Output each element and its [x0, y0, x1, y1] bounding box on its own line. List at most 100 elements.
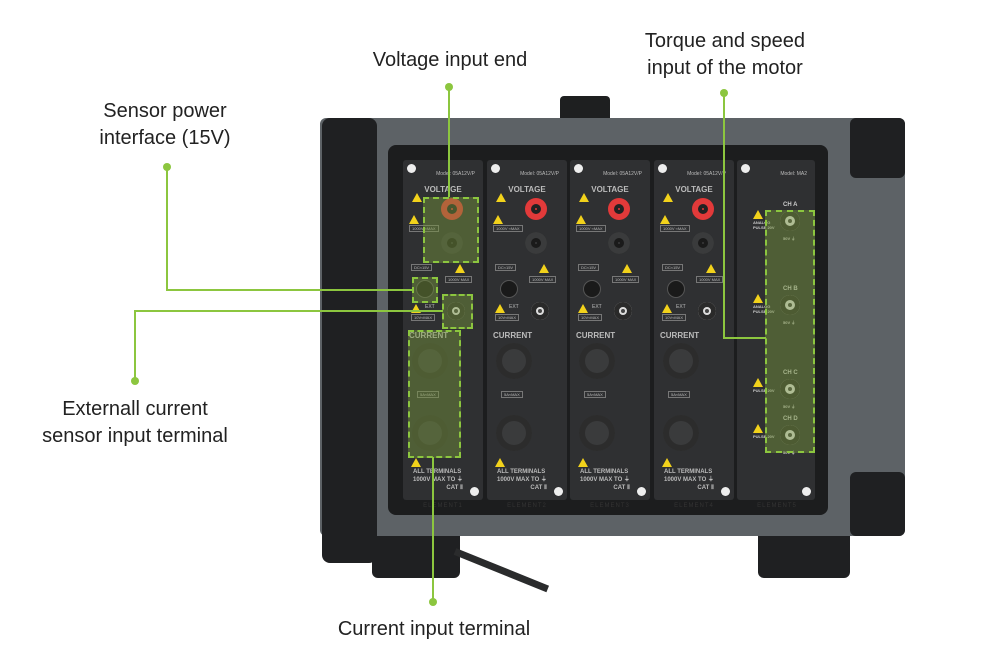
voltage-heading: VOLTAGE — [591, 185, 629, 194]
voltage-jack-positive[interactable] — [441, 198, 463, 220]
right-bumper-bottom — [850, 472, 905, 536]
sensor-power-callout: Sensor power interface (15V) — [99, 100, 231, 149]
voltage-jack-positive[interactable] — [692, 198, 714, 220]
current-jack-common[interactable] — [496, 415, 532, 451]
screw — [491, 164, 500, 173]
element-label: ELEMENT4 — [674, 503, 714, 509]
current-jack-input[interactable] — [663, 343, 699, 379]
current-rating: 5A≈MAX — [584, 391, 606, 398]
screw — [554, 487, 563, 496]
warning-icon — [622, 264, 632, 273]
torque-leader-h — [723, 337, 766, 339]
channel-name: CH C — [783, 370, 798, 376]
sensor-power-rating: DC≈15V — [662, 264, 684, 271]
warning-icon — [578, 304, 588, 313]
voltage-rating: 1000V ≈MAX — [660, 225, 690, 232]
screw — [721, 487, 730, 496]
ext-rating: 10V≈MAX — [411, 314, 435, 321]
ext-bnc-connector[interactable] — [531, 302, 549, 320]
voltage-jack-common[interactable] — [441, 232, 463, 254]
ext-bnc-connector[interactable] — [614, 302, 632, 320]
torque-callout: Torque and speed input of the motor — [644, 30, 806, 79]
current-leader — [432, 457, 434, 602]
ext-bnc-connector[interactable] — [698, 302, 716, 320]
screw — [637, 487, 646, 496]
voltage-jack-common[interactable] — [608, 232, 630, 254]
channel-name: CH A — [783, 202, 798, 208]
sensor-power-connector[interactable] — [583, 280, 601, 298]
current-dot — [429, 598, 437, 606]
voltage-jack-positive[interactable] — [608, 198, 630, 220]
current-jack-input[interactable] — [496, 343, 532, 379]
safety-line: ALL TERMINALS — [664, 469, 713, 475]
left-bumper — [322, 118, 377, 563]
safety-line: CAT Ⅱ — [697, 485, 714, 491]
sensor-power-highlight — [412, 277, 438, 303]
ext-rating: 10V≈MAX — [578, 314, 602, 321]
current-rating: 5A≈MAX — [668, 391, 690, 398]
sensor-power-connector[interactable] — [667, 280, 685, 298]
current-jack-common[interactable] — [579, 415, 615, 451]
foot-right — [758, 536, 850, 578]
sensor-power-connector[interactable] — [500, 280, 518, 298]
warning-icon — [753, 294, 763, 303]
current-jack-common[interactable] — [663, 415, 699, 451]
element-label: ELEMENT1 — [423, 503, 463, 509]
voltage-max: 1000V MAX — [612, 276, 640, 283]
safety-note: ALL TERMINALS 1000V MAX TO ⏚ CAT Ⅱ — [580, 468, 630, 492]
safety-note: ALL TERMINALS 1000V MAX TO ⏚ CAT Ⅱ — [413, 468, 463, 492]
channel-note: PULSE 20V — [753, 388, 775, 393]
warning-icon — [662, 304, 672, 313]
current-jack-input[interactable] — [579, 343, 615, 379]
element-label: ELEMENT2 — [507, 503, 547, 509]
safety-line: ALL TERMINALS — [497, 469, 546, 475]
voltage-rating: 1000V ≈MAX — [576, 225, 606, 232]
current-heading: CURRENT — [660, 331, 700, 340]
current-rating: 5A≈MAX — [501, 391, 523, 398]
sensor-dot — [163, 163, 171, 171]
current-rating: 5A≈MAX — [417, 391, 439, 398]
warning-icon — [753, 378, 763, 387]
warning-icon — [496, 193, 506, 202]
sensor-leader — [166, 167, 168, 291]
voltage-jack-common[interactable] — [692, 232, 714, 254]
ma2-module: Model: MA2 CH A ANALOG PULSE 20V 50V ⏚ C… — [737, 160, 815, 500]
input-module: Model: 05A12V/P VOLTAGE 1000V ≈MAX DC≈15… — [403, 160, 483, 500]
current-jack-input[interactable] — [412, 343, 448, 379]
voltage-heading: VOLTAGE — [675, 185, 713, 194]
channel-ground-rating: 50V ⏚ — [783, 320, 796, 325]
channel-note: ANALOG PULSE 20V — [753, 220, 775, 230]
channel-note: ANALOG PULSE 20V — [753, 304, 775, 314]
voltage-max: 1000V MAX — [529, 276, 557, 283]
ext-bnc-connector[interactable] — [447, 302, 465, 320]
warning-icon — [753, 424, 763, 433]
warning-icon — [579, 193, 589, 202]
voltage-leader — [448, 87, 450, 197]
sensor-power-rating: DC≈15V — [495, 264, 517, 271]
channel-bnc-connector[interactable] — [780, 295, 800, 315]
voltage-max: 1000V MAX — [445, 276, 473, 283]
input-module: Model: 05A12V/P VOLTAGE 1000V ≈MAX DC≈15… — [487, 160, 567, 500]
input-module: Model: 05A12V/P VOLTAGE 1000V ≈MAX DC≈15… — [570, 160, 650, 500]
input-module: Model: 05A12V/P VOLTAGE 1000V ≈MAX DC≈15… — [654, 160, 734, 500]
voltage-jack-positive[interactable] — [525, 198, 547, 220]
torque-leader — [723, 93, 725, 339]
warning-icon — [753, 210, 763, 219]
screw — [658, 164, 667, 173]
channel-bnc-connector[interactable] — [780, 379, 800, 399]
channel-name: CH D — [783, 416, 798, 422]
warning-icon — [576, 215, 586, 224]
voltage-max: 1000V MAX — [696, 276, 724, 283]
ext-dot — [131, 377, 139, 385]
current-jack-common[interactable] — [412, 415, 448, 451]
ext-label: EXT — [509, 304, 519, 310]
channel-bnc-connector[interactable] — [780, 211, 800, 231]
sensor-power-connector[interactable] — [416, 280, 434, 298]
channel-bnc-connector[interactable] — [780, 425, 800, 445]
warning-icon — [455, 264, 465, 273]
voltage-dot — [445, 83, 453, 91]
voltage-highlight — [423, 197, 479, 263]
ext-leader — [134, 310, 136, 380]
ext-label: EXT — [425, 304, 435, 310]
voltage-jack-common[interactable] — [525, 232, 547, 254]
